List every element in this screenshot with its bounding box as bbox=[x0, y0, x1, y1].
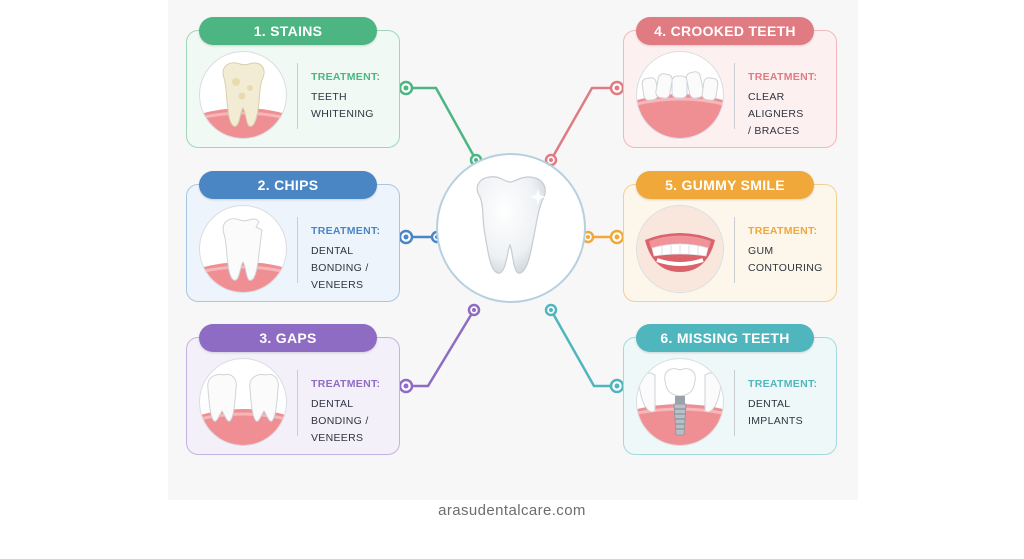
treatment-label: TREATMENT: bbox=[748, 378, 818, 390]
treatment-label: TREATMENT: bbox=[748, 225, 818, 237]
website-footer: arasudentalcare.com bbox=[438, 502, 586, 519]
card-title: 1. STAINS bbox=[199, 17, 377, 45]
card-gummy-smile: 5. GUMMY SMILE TREATMENT: GUM CONTOURING bbox=[623, 171, 837, 302]
card-divider bbox=[297, 63, 298, 129]
stained-tooth-icon bbox=[199, 51, 287, 139]
treatment-label: TREATMENT: bbox=[311, 225, 381, 237]
card-title: 4. CROOKED TEETH bbox=[636, 17, 814, 45]
treatment-label: TREATMENT: bbox=[748, 71, 818, 83]
treatment-text: DENTAL BONDING / VENEERS bbox=[311, 398, 369, 444]
treatment-text: CLEAR ALIGNERS / BRACES bbox=[748, 91, 804, 137]
card-title: 5. GUMMY SMILE bbox=[636, 171, 814, 199]
card-divider bbox=[297, 370, 298, 436]
treatment-label: TREATMENT: bbox=[311, 378, 381, 390]
gummy-smile-icon bbox=[636, 205, 724, 293]
treatment-text: DENTAL IMPLANTS bbox=[748, 398, 803, 427]
center-tooth-circle bbox=[436, 153, 586, 303]
card-gaps: 3. GAPS TREATMENT: DENTAL BONDING / VENE… bbox=[186, 324, 400, 455]
card-crooked-teeth: 4. CROOKED TEETH TREATMENT: CLEAR ALIGNE… bbox=[623, 17, 837, 148]
treatment-label: TREATMENT: bbox=[311, 71, 381, 83]
card-title: 2. CHIPS bbox=[199, 171, 377, 199]
card-divider bbox=[297, 217, 298, 283]
chipped-tooth-icon bbox=[199, 205, 287, 293]
molar-tooth-icon bbox=[476, 176, 546, 274]
card-divider bbox=[734, 217, 735, 283]
card-divider bbox=[734, 63, 735, 129]
crooked-teeth-icon bbox=[636, 51, 724, 139]
card-chips: 2. CHIPS TREATMENT: DENTAL BONDING / VEN… bbox=[186, 171, 400, 302]
gapped-teeth-icon bbox=[199, 358, 287, 446]
card-divider bbox=[734, 370, 735, 436]
card-title: 3. GAPS bbox=[199, 324, 377, 352]
treatment-text: TEETH WHITENING bbox=[311, 91, 374, 120]
treatment-text: GUM CONTOURING bbox=[748, 245, 823, 274]
card-stains: 1. STAINS TREATMENT: TEETH WHITENING bbox=[186, 17, 400, 148]
dental-implant-icon bbox=[636, 358, 724, 446]
card-title: 6. MISSING TEETH bbox=[636, 324, 814, 352]
card-missing-teeth: 6. MISSING TEETH TREATMENT: DENTAL IMPLA… bbox=[623, 324, 837, 455]
treatment-text: DENTAL BONDING / VENEERS bbox=[311, 245, 369, 291]
